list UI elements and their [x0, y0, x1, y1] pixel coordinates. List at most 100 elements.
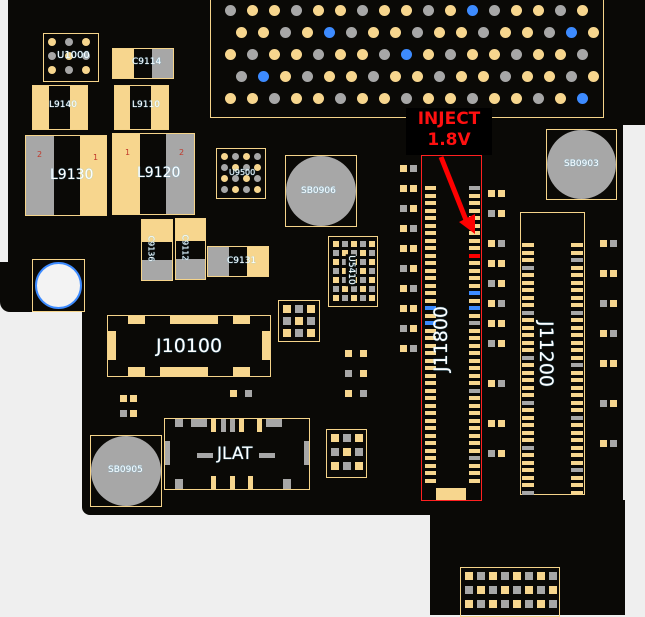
bga-ball [412, 71, 423, 82]
c9136-capacitor[interactable]: C9136 [141, 219, 173, 281]
connector-pin [469, 456, 480, 460]
ic-chip[interactable] [326, 429, 367, 478]
smd-pad [498, 340, 505, 347]
sb0905-screw-boss[interactable]: SB0905 [90, 435, 162, 507]
chip-ball [465, 586, 473, 594]
bga-ball [379, 93, 390, 104]
smd-pad [410, 245, 417, 252]
bga-ball [434, 71, 445, 82]
smd-pad [600, 300, 607, 307]
bga-ball [269, 5, 280, 16]
chip-ball [254, 153, 261, 160]
smd-pad [410, 265, 417, 272]
chip-ball [369, 259, 375, 265]
connector-pin [425, 336, 436, 340]
connector-pin [469, 411, 480, 415]
chip-ball [342, 295, 348, 301]
connector-pin [571, 295, 583, 300]
connector-pin [522, 250, 534, 255]
chip-ball [343, 462, 351, 470]
l9130-label: L9130 [50, 167, 94, 183]
connector-pin [469, 358, 480, 363]
j10100-connector[interactable]: J10100 [107, 315, 271, 377]
test-point-box[interactable] [32, 259, 85, 312]
smd-pad [230, 390, 237, 397]
sb0903-screw-boss[interactable]: SB0903 [546, 129, 617, 200]
connector-pin [425, 381, 436, 385]
connector-pin [571, 483, 583, 487]
bga-ball [291, 5, 302, 16]
l9130-inductor[interactable]: 2 1 L9130 [25, 135, 107, 216]
j11800-connector[interactable]: J11800 [421, 155, 482, 501]
connector-pin [469, 448, 480, 453]
connector-pin [522, 355, 534, 360]
smd-pad [400, 205, 407, 212]
smd-pad [245, 390, 252, 397]
bga-ball [467, 93, 478, 104]
l9140-inductor[interactable]: L9140 [32, 85, 88, 130]
connector-pin [522, 460, 534, 465]
u5410-chip[interactable]: U5410 [328, 236, 378, 307]
connector-pin [571, 385, 583, 390]
connector-pin [425, 328, 436, 333]
inject-annotation: INJECT 1.8V [406, 108, 492, 155]
connector-pin [425, 193, 436, 198]
j11200-connector[interactable]: J11200 [520, 212, 585, 495]
smd-pad [345, 390, 352, 397]
sb0906-label: SB0906 [301, 186, 336, 196]
smd-pad [488, 240, 495, 247]
connector-pin [425, 471, 436, 475]
smd-pad [410, 345, 417, 352]
bga-ball [302, 71, 313, 82]
c9112-capacitor[interactable]: C9112 [175, 218, 206, 280]
l9120-inductor[interactable]: 1 2 L9120 [112, 133, 195, 215]
bga-ball [555, 93, 566, 104]
bga-ball [379, 5, 390, 16]
u5410-label: U5410 [345, 254, 356, 286]
bga-ball [489, 49, 500, 60]
smd-pad [345, 350, 352, 357]
j11800-label: J11800 [430, 305, 453, 373]
connector-pin [522, 385, 534, 390]
u1000-chip[interactable]: U1000 [43, 33, 99, 82]
connector-pin [522, 490, 534, 495]
c9131-capacitor[interactable]: C9131 [207, 246, 269, 277]
chip-ball [369, 277, 375, 283]
connector-pin [522, 393, 534, 397]
chip-ball [465, 600, 473, 608]
connector-pin [469, 193, 480, 198]
l9110-inductor[interactable]: L9110 [114, 85, 169, 130]
chip-ball [343, 448, 351, 456]
bga-ball [577, 5, 588, 16]
chip-ball [254, 186, 261, 193]
connector-pin [522, 468, 534, 472]
connector-pin [425, 441, 436, 445]
smd-pad [400, 305, 407, 312]
bga-ball [225, 5, 236, 16]
connector-pin [571, 340, 583, 345]
chip-ball [351, 241, 357, 247]
bga-ball [357, 93, 368, 104]
sb0906-screw-boss[interactable]: SB0906 [285, 155, 357, 227]
bga-ball [533, 93, 544, 104]
ic-chip[interactable] [278, 300, 320, 342]
smd-pad [345, 370, 352, 377]
chip-ball [65, 52, 73, 60]
connector-pin [469, 388, 480, 393]
bga-ball [478, 27, 489, 38]
bga-ball [489, 93, 500, 104]
c9114-capacitor[interactable]: C9114 [112, 48, 174, 79]
bga-chip[interactable] [210, 0, 604, 118]
bga-ball [357, 5, 368, 16]
connector-pin [469, 321, 480, 325]
smd-pad [610, 240, 617, 247]
chip-ball [513, 600, 521, 608]
u9500-chip[interactable]: U9500 [216, 148, 266, 199]
smd-pad [498, 320, 505, 327]
jlat-connector[interactable]: JLAT [164, 418, 310, 490]
connector-pin [571, 348, 583, 352]
bga-ball [313, 49, 324, 60]
connector-pin [469, 343, 480, 348]
chip-ball [477, 600, 485, 608]
smd-pad [600, 400, 607, 407]
